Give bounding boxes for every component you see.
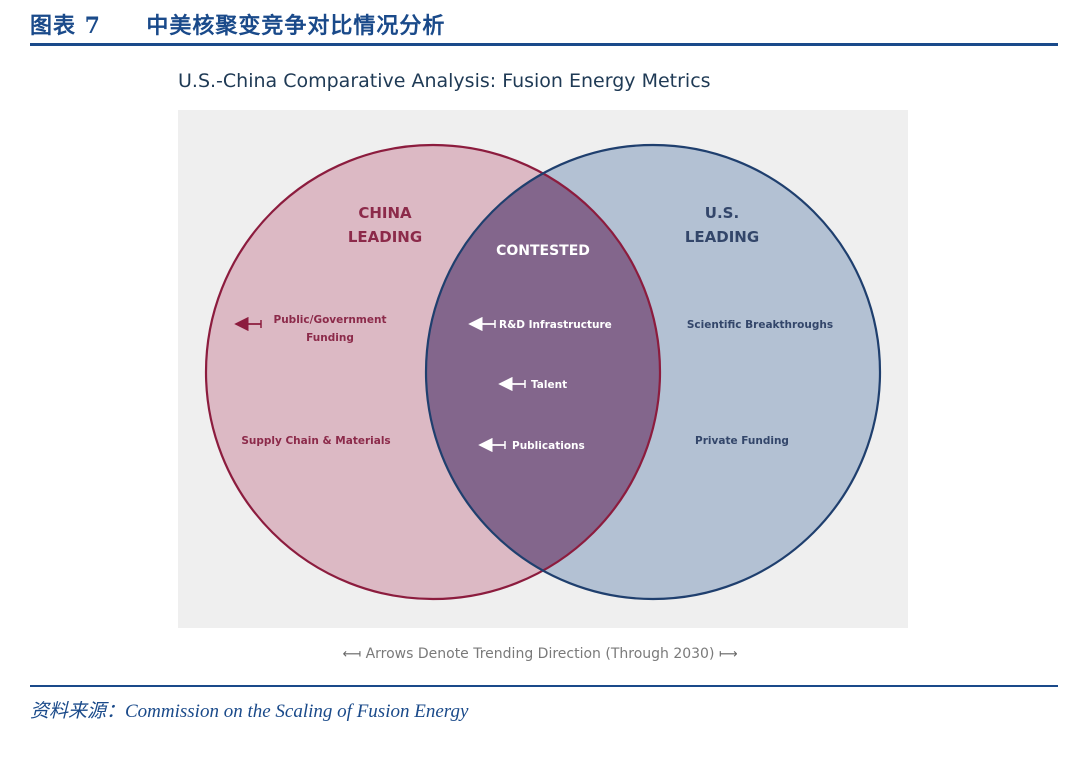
trend-arrow-left-icon (498, 376, 526, 392)
figure-header: 图表 7 中美核聚变竞争对比情况分析 (30, 8, 445, 40)
china-heading-line1: CHINA (358, 204, 412, 222)
arrow-left-icon: ⟻ (342, 647, 362, 662)
china-item-supply-chain: Supply Chain & Materials (241, 435, 390, 447)
source-note: 资料来源：Commission on the Scaling of Fusion… (30, 701, 469, 722)
contested-item-publications: Publications (512, 440, 585, 452)
us-heading-line1: U.S. (705, 204, 739, 222)
china-heading-line2: LEADING (348, 228, 422, 246)
china-circle-outline (204, 143, 662, 601)
trend-arrow-left-icon (478, 437, 506, 453)
us-item-private-funding: Private Funding (695, 435, 789, 447)
contested-heading: CONTESTED (496, 243, 590, 259)
trend-arrow-left-icon (468, 316, 496, 332)
footer-rule (30, 685, 1058, 687)
legend-note-text: Arrows Denote Trending Direction (Throug… (365, 646, 715, 662)
trend-arrow-left-icon (234, 316, 262, 332)
us-item-scientific-breakthroughs: Scientific Breakthroughs (687, 319, 833, 331)
contested-item-talent: Talent (531, 379, 567, 391)
diagram-title: U.S.-China Comparative Analysis: Fusion … (178, 70, 711, 92)
us-heading-line2: LEADING (685, 228, 759, 246)
figure-title: 中美核聚变竞争对比情况分析 (146, 13, 446, 39)
header-rule (30, 43, 1058, 46)
trend-legend-note: ⟻ Arrows Denote Trending Direction (Thro… (0, 646, 1080, 662)
arrow-right-icon: ⟼ (718, 647, 738, 662)
us-circle-outline (424, 143, 882, 601)
contested-overlap (426, 145, 660, 599)
figure-label: 图表 7 (30, 13, 101, 39)
china-item-public-funding-line1: Public/Government (274, 314, 387, 326)
china-item-public-funding-line2: Funding (306, 332, 354, 344)
contested-item-rd-infrastructure: R&D Infrastructure (499, 319, 612, 331)
